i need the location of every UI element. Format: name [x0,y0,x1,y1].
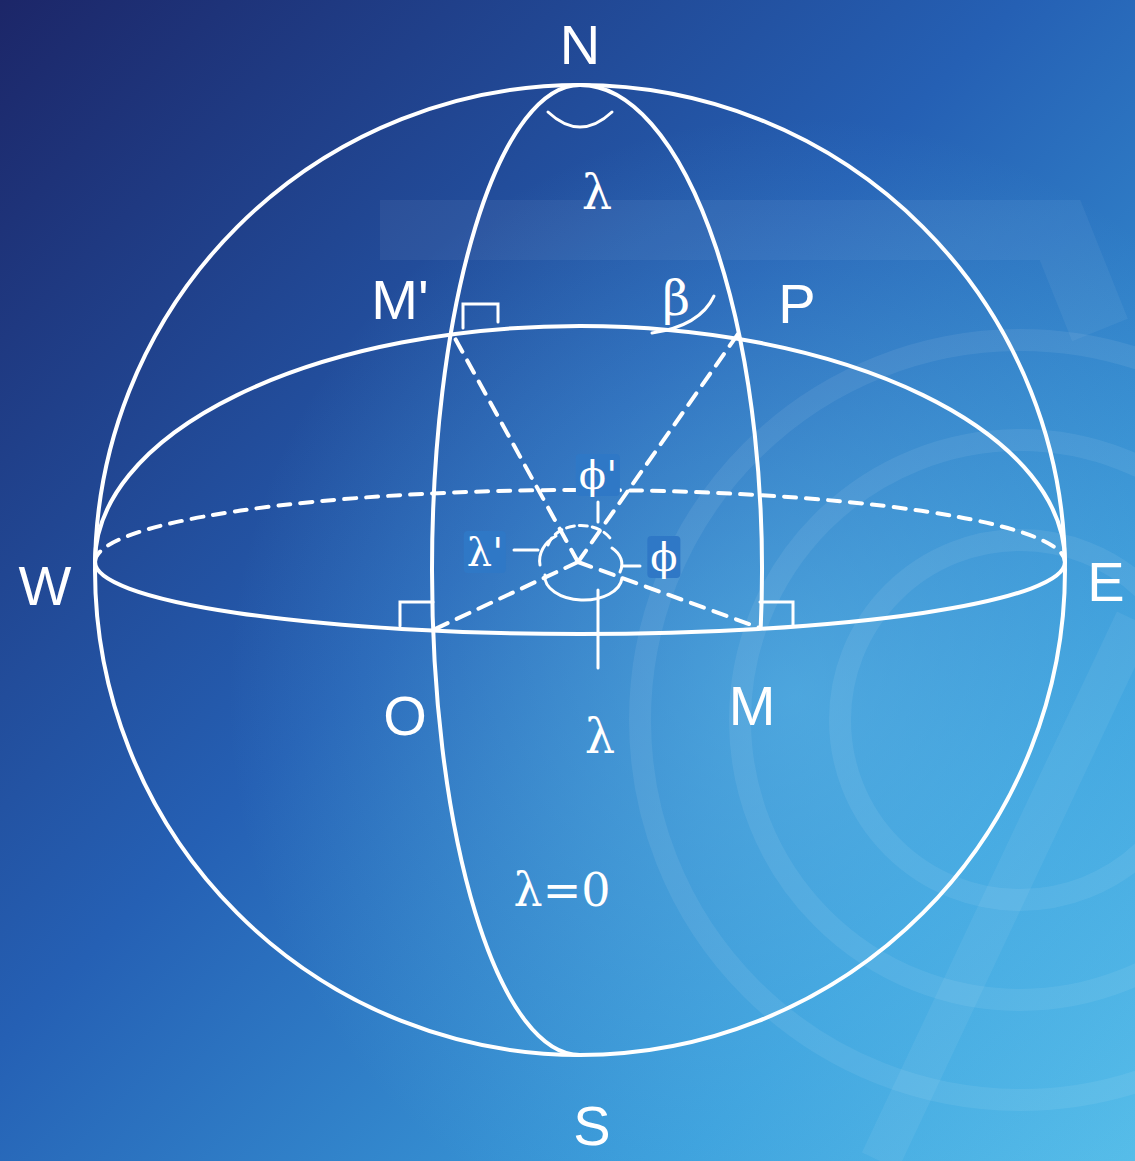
pole-label: N [560,17,600,73]
equator-front [95,562,1065,634]
meridian [580,85,762,628]
sphere-lines [95,85,1065,1055]
direction-label: E [1087,554,1124,610]
leader-line [514,549,538,552]
angle-label: β [662,274,690,322]
angle-arc [548,112,612,127]
angle-label: λ [582,168,612,216]
point-label: O [383,688,427,744]
sphere-outline [95,85,1065,1055]
angle-arc [540,536,556,565]
angle-label: ϕ [647,536,680,578]
angle-label: ϕ' [576,454,620,496]
meridian-label: λ=0 [514,867,611,913]
great-circle [95,326,1065,562]
point-label: M [729,678,776,734]
point-label: M' [371,272,428,328]
angle-arc [545,575,622,600]
pole-label: S [573,1098,610,1154]
radius-lines [433,331,760,630]
equator-back [95,490,1065,562]
angle-arc [548,525,610,545]
right-angle-mark [463,304,498,328]
angle-label: λ' [464,531,506,573]
leader-line [622,565,640,568]
direction-label: W [19,558,72,614]
right-angle-mark [760,602,793,626]
leader-line [597,590,600,668]
point-label: P [778,276,815,332]
right-angle-mark [400,602,433,626]
angle-arc [612,548,622,572]
angle-label: λ [585,712,615,760]
leader-line [597,502,600,522]
